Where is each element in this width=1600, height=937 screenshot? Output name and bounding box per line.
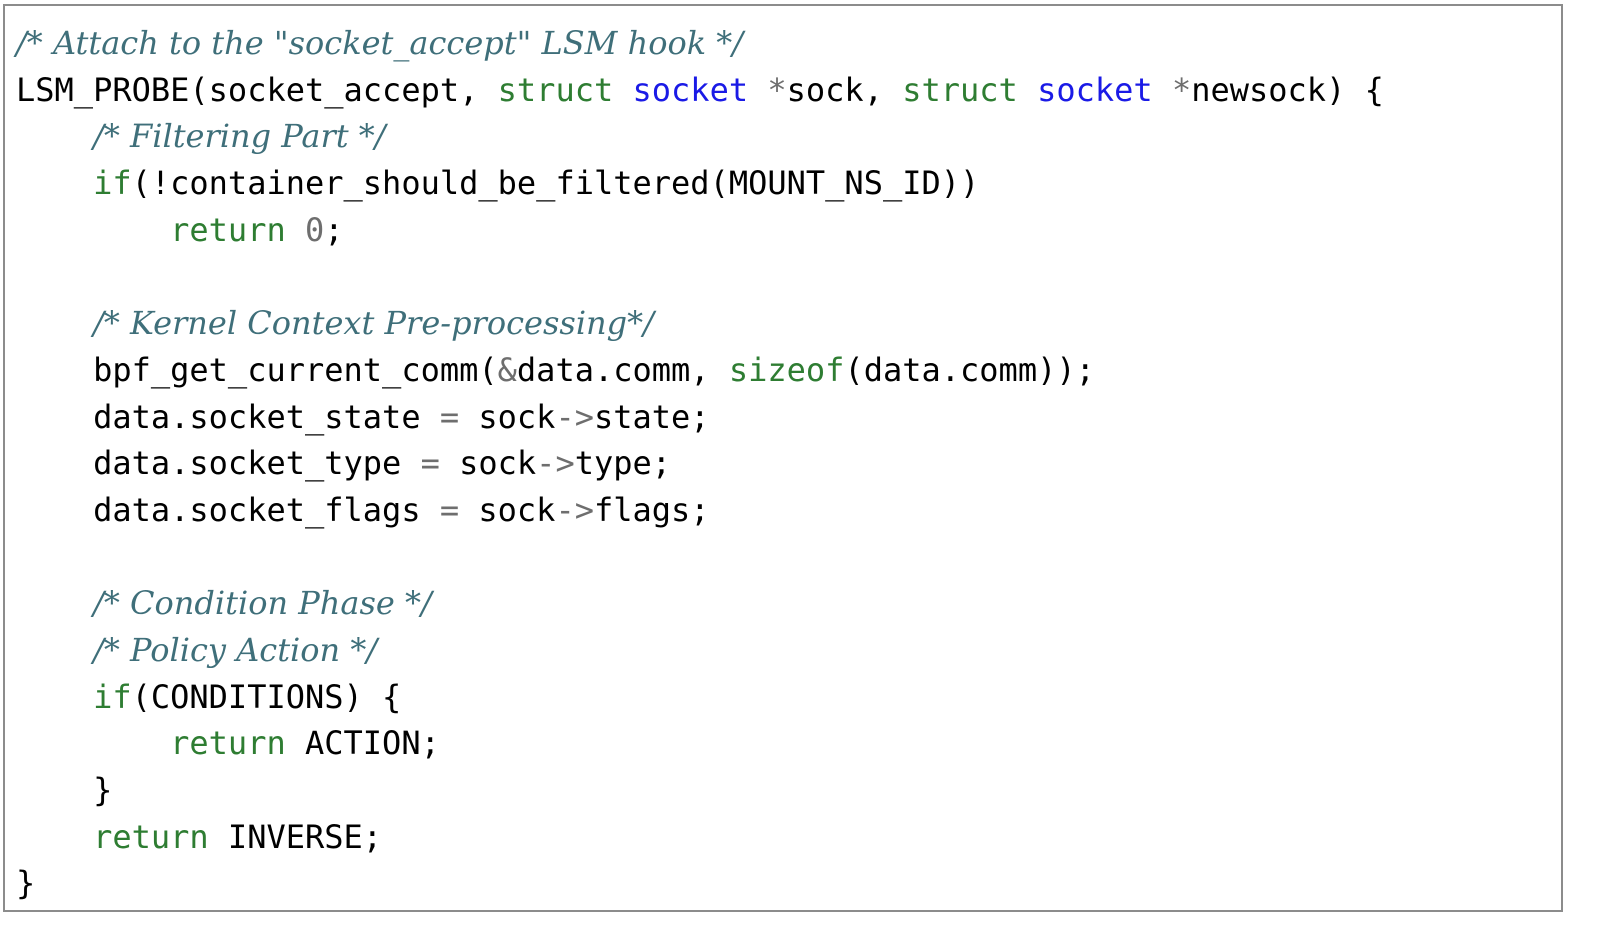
code-token-comment: /* Attach to the "socket_accept" LSM hoo… [16, 24, 744, 62]
code-line: /* Kernel Context Pre-processing*/ [16, 300, 1384, 347]
code-block: /* Attach to the "socket_accept" LSM hoo… [16, 20, 1384, 907]
code-token-type: socket [1037, 70, 1153, 109]
code-token-plain: flags; [593, 490, 710, 529]
code-line: data.socket_state = sock->state; [16, 394, 1384, 441]
code-token-op: -> [555, 490, 594, 529]
code-token-op: -> [555, 397, 594, 436]
code-token-plain [16, 211, 170, 249]
code-token-keyword: return [170, 210, 286, 249]
code-token-comment: /* Kernel Context Pre-processing*/ [93, 304, 654, 343]
code-token-plain [16, 724, 170, 762]
code-token-op: * [1171, 70, 1192, 109]
code-line [16, 534, 1384, 581]
code-token-plain [748, 71, 767, 109]
code-token-plain: data.socket_type [16, 444, 421, 483]
code-token-plain: (data.comm)); [844, 350, 1095, 389]
code-token-plain: LSM_PROBE(socket_accept, [16, 70, 498, 109]
code-line: bpf_get_current_comm(&data.comm, sizeof(… [16, 347, 1384, 394]
code-line: } [16, 860, 1384, 907]
code-token-plain [16, 678, 93, 716]
code-token-comment: /* Policy Action */ [93, 630, 378, 669]
code-token-op: = [439, 397, 460, 436]
code-listing-frame: /* Attach to the "socket_accept" LSM hoo… [3, 4, 1563, 912]
code-token-plain [16, 117, 93, 155]
code-line: return ACTION; [16, 720, 1384, 767]
code-token-plain [16, 631, 93, 669]
code-token-plain: sock, [786, 70, 903, 109]
code-token-plain: data.comm, [516, 350, 729, 389]
code-line: /* Attach to the "socket_accept" LSM hoo… [16, 20, 1384, 67]
code-token-plain: ; [324, 210, 344, 249]
code-token-keyword: return [170, 724, 286, 763]
code-token-plain: data.socket_flags [16, 490, 440, 529]
code-token-plain: data.socket_state [16, 397, 440, 436]
code-token-keyword: if [93, 677, 132, 716]
code-line: LSM_PROBE(socket_accept, struct socket *… [16, 67, 1384, 114]
code-token-plain: bpf_get_current_comm( [16, 350, 498, 389]
code-token-comment: /* Condition Phase */ [93, 584, 432, 623]
code-line: return INVERSE; [16, 814, 1384, 861]
code-token-plain: (!container_should_be_filtered(MOUNT_NS_… [131, 164, 980, 203]
code-token-keyword: sizeof [728, 350, 845, 389]
code-token-plain: sock [439, 444, 537, 483]
code-token-keyword: return [93, 817, 209, 856]
code-line: return 0; [16, 207, 1384, 254]
code-token-op: = [420, 444, 440, 483]
code-token-plain [613, 71, 632, 109]
code-token-plain [286, 211, 305, 249]
code-token-plain [16, 164, 93, 202]
code-line: if(!container_should_be_filtered(MOUNT_N… [16, 160, 1384, 207]
code-token-keyword: if [93, 164, 132, 203]
code-token-op: * [767, 70, 787, 109]
code-line: } [16, 767, 1384, 814]
code-token-type: socket [632, 70, 749, 109]
code-token-keyword: struct [497, 70, 614, 109]
code-token-plain: } [16, 864, 36, 903]
code-line: /* Policy Action */ [16, 627, 1384, 674]
code-token-plain: ACTION; [285, 724, 440, 763]
code-token-keyword: struct [902, 70, 1018, 109]
code-token-op: 0 [304, 210, 325, 249]
code-token-plain [1153, 71, 1172, 109]
code-token-plain [16, 584, 93, 622]
code-token-plain: (CONDITIONS) { [131, 677, 402, 716]
code-line: /* Condition Phase */ [16, 580, 1384, 627]
code-token-op: & [497, 350, 517, 389]
code-line: data.socket_flags = sock->flags; [16, 487, 1384, 534]
code-line: data.socket_type = sock->type; [16, 440, 1384, 487]
code-token-plain: newsock) { [1191, 70, 1384, 109]
code-token-plain [16, 304, 93, 342]
code-token-comment: /* Filtering Part */ [93, 117, 386, 156]
code-line [16, 253, 1384, 300]
code-token-plain: sock [459, 397, 556, 436]
code-token-plain: } [16, 771, 113, 809]
code-token-plain: type; [574, 444, 672, 483]
code-token-plain: state; [593, 397, 710, 436]
code-token-plain [1018, 71, 1037, 109]
code-line: /* Filtering Part */ [16, 113, 1384, 160]
code-token-op: -> [536, 444, 575, 483]
code-token-op: = [439, 490, 460, 529]
code-token-plain: INVERSE; [208, 817, 383, 856]
code-line: if(CONDITIONS) { [16, 674, 1384, 721]
code-token-plain: sock [459, 490, 556, 529]
code-token-plain [16, 818, 93, 856]
